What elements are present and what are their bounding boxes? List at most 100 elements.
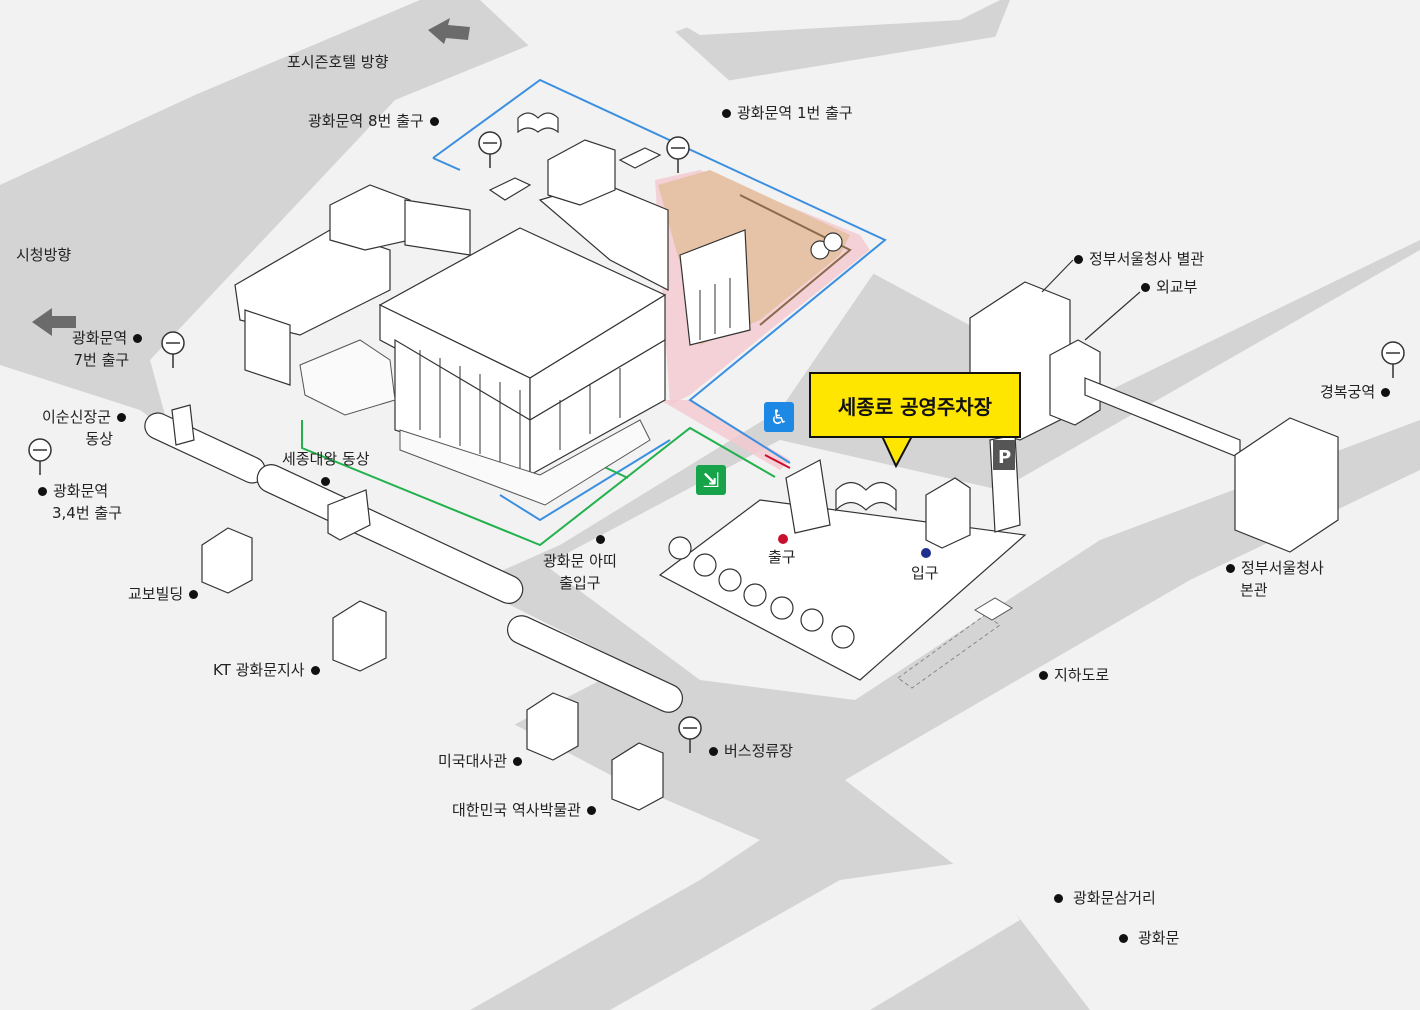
label-intersection-text: 광화문삼거리 <box>1073 889 1156 907</box>
label-yisunsin-line1: 이순신장군 <box>42 408 112 426</box>
block-main-left <box>0 365 630 990</box>
label-gov-main-line1: 정부서울청사 <box>1241 559 1324 577</box>
label-museum-text: 대한민국 역사박물관 <box>452 801 581 819</box>
label-exit1: 광화문역 1번 출구 <box>716 102 853 124</box>
label-foreign-ministry: 외교부 <box>1135 276 1197 298</box>
plazas <box>144 404 684 713</box>
label-gov-annex: 정부서울청사 별관 <box>1068 248 1204 270</box>
label-kyobo: 교보빌딩 <box>128 583 204 605</box>
label-bus-stop: 버스정류장 <box>703 740 793 762</box>
label-gov-main: 정부서울청사 본관 <box>1220 557 1324 601</box>
dot-marker <box>310 666 320 675</box>
label-exit7: 광화문역 7번 출구 <box>72 327 148 371</box>
label-gwanghwamun-text: 광화문 <box>1138 929 1180 947</box>
label-yisunsin-line2: 동상 <box>85 430 114 448</box>
block-bottom-right <box>990 660 1420 1010</box>
columns <box>419 278 731 470</box>
label-exit7-line2: 7번 출구 <box>73 351 130 369</box>
route-blue <box>432 78 887 464</box>
block-top-left <box>0 0 420 185</box>
parking-structures <box>658 434 1027 681</box>
emergency-exit-icon: ⇲ <box>696 465 726 495</box>
label-underpass: 지하도로 <box>1033 664 1109 686</box>
dot-marker <box>722 109 731 118</box>
label-gov-annex-text: 정부서울청사 별관 <box>1089 250 1205 268</box>
connector-lines <box>1041 259 1141 341</box>
direction-arrow-icon <box>428 18 470 44</box>
block-top-right-corner <box>990 0 1420 120</box>
trees <box>668 232 855 649</box>
page-title: 세종로 공영주차장 <box>837 394 993 419</box>
underpass <box>897 614 1001 689</box>
label-kt-text: KT 광화문지사 <box>213 661 305 679</box>
pink-walkway-2 <box>660 400 790 470</box>
label-exit7-line1: 광화문역 <box>72 329 128 347</box>
wheelchair-icon: ♿ <box>764 402 794 432</box>
dot-marker <box>586 806 596 815</box>
parking-sign-icon: P <box>998 447 1011 468</box>
dot-marker <box>429 117 439 126</box>
block-bottom-left <box>0 680 760 1010</box>
label-us-embassy-text: 미국대사관 <box>438 752 508 770</box>
label-bus-stop-text: 버스정류장 <box>724 742 794 760</box>
label-sejong-statue-text: 세종대왕 동상 <box>282 450 370 468</box>
exit-dot <box>778 534 788 544</box>
label-kyobo-text: 교보빌딩 <box>128 585 184 603</box>
small-structures <box>488 112 662 206</box>
dot-marker <box>133 334 143 343</box>
underpass-entrance <box>974 597 1013 621</box>
dot-marker <box>1141 283 1150 292</box>
route-blue-3 <box>499 439 671 522</box>
label-exit34-line2: 3,4번 출구 <box>52 504 123 522</box>
parking-title-callout: 세종로 공영주차장 <box>809 372 1021 438</box>
dot-marker <box>1226 564 1235 573</box>
label-arthall: 광화문 아띠 출입구 <box>543 528 617 594</box>
entrance-dot <box>921 548 931 558</box>
label-gov-main-line2: 본관 <box>1240 581 1268 599</box>
label-intersection: 광화문삼거리 <box>1048 887 1156 909</box>
label-foreign-ministry-text: 외교부 <box>1156 278 1198 296</box>
label-sejong-statue: 세종대왕 동상 <box>282 448 370 492</box>
dot-marker <box>1074 255 1083 264</box>
label-yisunsin: 이순신장군 동상 <box>42 406 132 450</box>
label-kt: KT 광화문지사 <box>213 659 326 681</box>
dot-marker <box>709 747 718 756</box>
sejong-center-building <box>234 181 751 477</box>
dot-marker <box>513 757 523 766</box>
government-complex <box>969 281 1339 553</box>
label-exit34-line1: 광화문역 <box>53 482 109 500</box>
label-gyeongbok-station-text: 경복궁역 <box>1320 383 1376 401</box>
label-city-hall: 시청방향 <box>16 246 72 264</box>
label-four-seasons: 포시즌호텔 방향 <box>287 53 389 71</box>
direction-arrow-icon <box>32 308 76 336</box>
dot-marker <box>117 413 127 422</box>
label-exit8: 광화문역 8번 출구 <box>308 110 445 132</box>
label-exit8-text: 광화문역 8번 출구 <box>308 112 424 130</box>
exit-arrow <box>764 454 791 469</box>
label-exit34: 광화문역 3,4번 출구 <box>32 480 122 524</box>
label-us-embassy: 미국대사관 <box>438 750 528 772</box>
route-blue-2 <box>432 157 461 171</box>
stairs <box>299 339 651 506</box>
block-bottom-center <box>610 860 1020 1010</box>
label-underpass-text: 지하도로 <box>1054 666 1110 684</box>
dot-marker <box>1039 671 1048 680</box>
label-museum: 대한민국 역사박물관 <box>452 799 602 821</box>
label-gyeongbok-station: 경복궁역 <box>1320 381 1396 403</box>
label-exit: 출구 <box>768 548 796 566</box>
label-entrance: 입구 <box>911 564 939 582</box>
parking-sign-bg <box>993 440 1015 470</box>
label-arthall-line1: 광화문 아띠 <box>543 552 617 570</box>
dot-marker <box>321 477 331 486</box>
dot-marker <box>189 590 199 599</box>
subway-sign-bars <box>33 142 1400 729</box>
buildings-lower-left <box>201 527 664 811</box>
dot-marker <box>596 535 606 544</box>
label-gwanghwamun: 광화문 <box>1113 927 1179 949</box>
label-arthall-line2: 출입구 <box>559 574 601 592</box>
dot-marker <box>1119 934 1128 943</box>
label-exit1-text: 광화문역 1번 출구 <box>737 104 853 122</box>
route-green <box>301 420 776 547</box>
dot-marker <box>38 487 47 496</box>
